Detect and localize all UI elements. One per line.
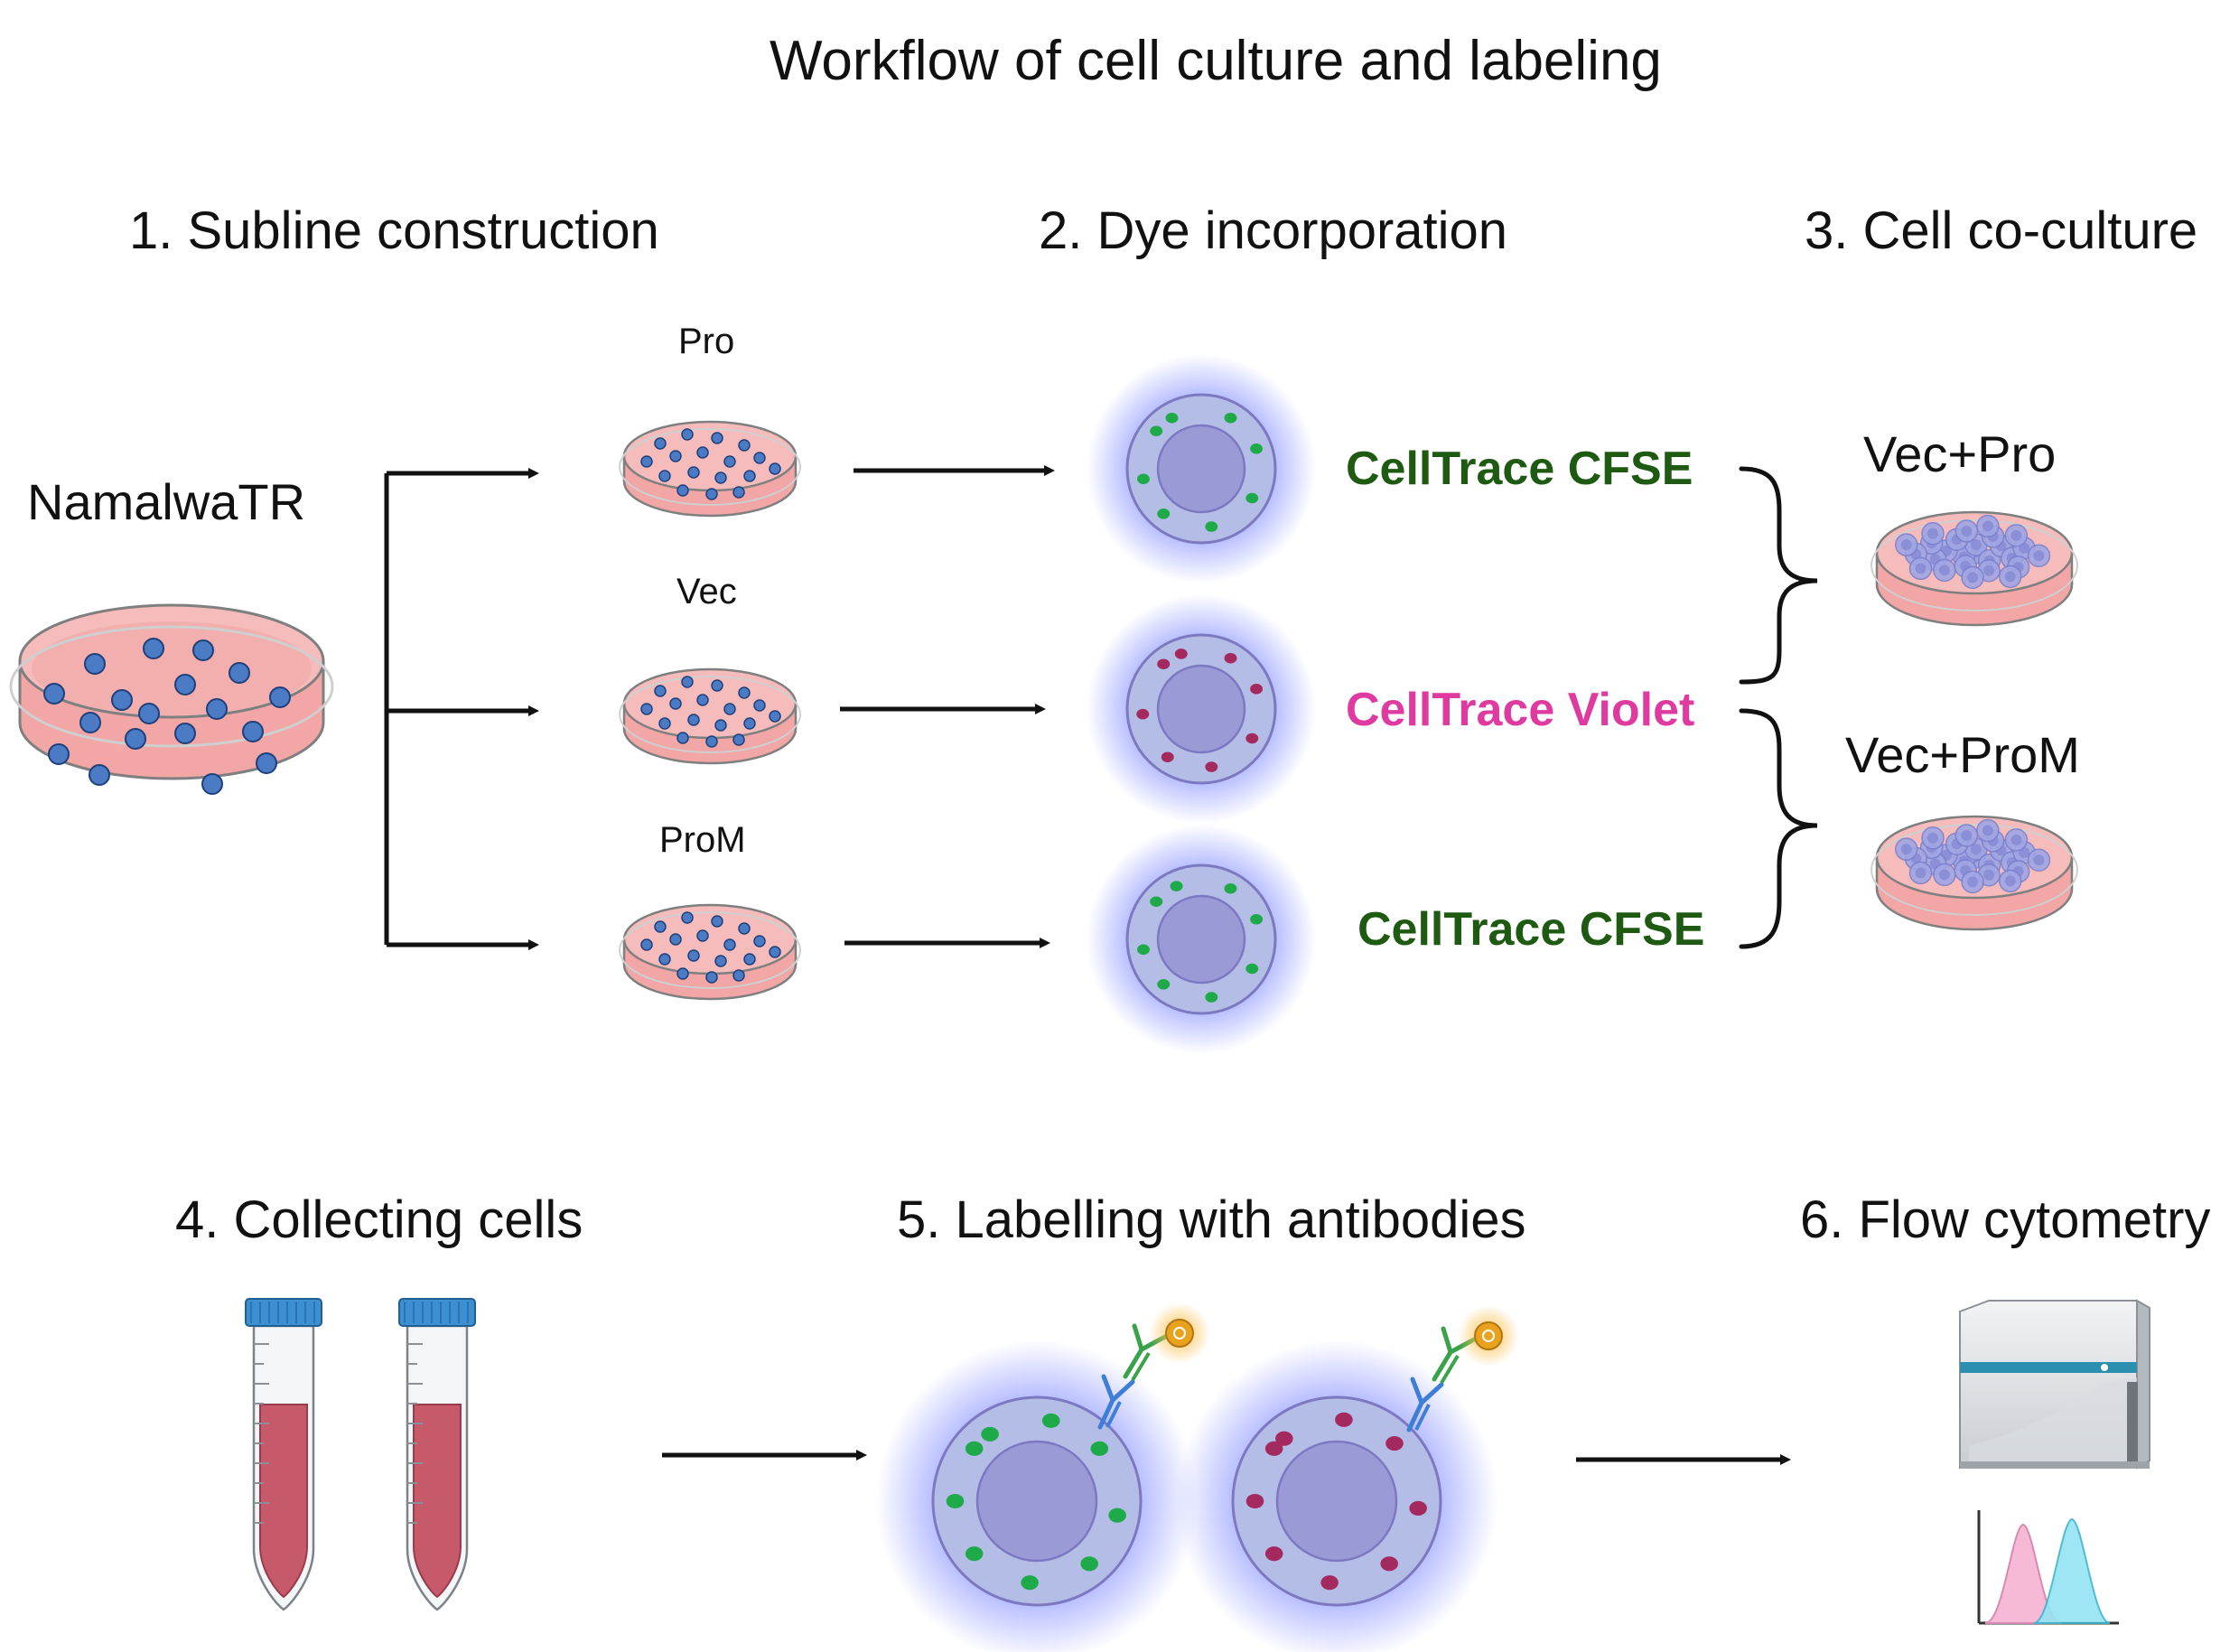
petri-dish-icon-coculture-vec-pro <box>1870 510 2078 627</box>
antibody-labelled-cells <box>875 1302 1519 1652</box>
antibody-icon-2 <box>1406 1305 1519 1433</box>
petri-dish-icon-pro <box>619 420 801 518</box>
step-1-heading: 1. Subline construction <box>129 201 659 260</box>
subline-label-vec: Vec <box>676 572 737 611</box>
step-2-heading: 2. Dye incorporation <box>1039 201 1508 260</box>
subline-label-prom: ProM <box>659 820 746 860</box>
petri-dish-icon-prom <box>619 903 801 1001</box>
coculture-label-vec-pro: Vec+Pro <box>1863 425 2057 482</box>
dye-label-cfse-top: CellTrace CFSE <box>1346 443 1693 495</box>
conical-tube-icon-2 <box>398 1298 476 1611</box>
cell-icon-cfse-top <box>1086 353 1317 584</box>
coculture-label-vec-prom: Vec+ProM <box>1845 726 2080 783</box>
petri-dish-icon-vec <box>619 667 801 765</box>
brace-vec-pro <box>1739 466 1818 685</box>
cell-icon-violet <box>1086 593 1317 825</box>
arrow-to-dye <box>840 465 1055 948</box>
petri-dish-icon-coculture-vec-prom <box>1870 815 2078 931</box>
brace-vec-prom <box>1739 708 1818 949</box>
cell-icon-antibody-violet <box>1175 1339 1498 1652</box>
cell-icon-cfse-bottom <box>1086 824 1317 1055</box>
subline-label-pro: Pro <box>678 322 735 361</box>
dye-label-violet: CellTrace Violet <box>1346 684 1695 736</box>
subline-dishes <box>619 420 801 1001</box>
antibody-icon-1 <box>1097 1302 1210 1430</box>
parent-line-label: NamalwaTR <box>27 473 306 530</box>
conical-tube-icon-1 <box>245 1298 322 1611</box>
step-5-heading: 5. Labelling with antibodies <box>897 1190 1526 1249</box>
cell-icon-antibody-green <box>875 1339 1199 1652</box>
step-6-heading: 6. Flow cytometry <box>1800 1190 2211 1249</box>
dye-label-cfse-bottom: CellTrace CFSE <box>1357 903 1705 956</box>
collection-tubes <box>245 1298 476 1611</box>
coculture-dishes <box>1870 510 2078 931</box>
page-title: Workflow of cell culture and labeling <box>770 30 1662 92</box>
petri-dish-icon-namalwatr <box>9 603 334 795</box>
histogram-icon <box>1977 1510 2119 1625</box>
flow-cytometer-icon <box>1959 1299 2150 1470</box>
step-4-heading: 4. Collecting cells <box>175 1190 583 1249</box>
branch-connector <box>384 468 539 950</box>
dyed-cells <box>1086 353 1317 1055</box>
step-3-heading: 3. Cell co-culture <box>1805 201 2198 260</box>
